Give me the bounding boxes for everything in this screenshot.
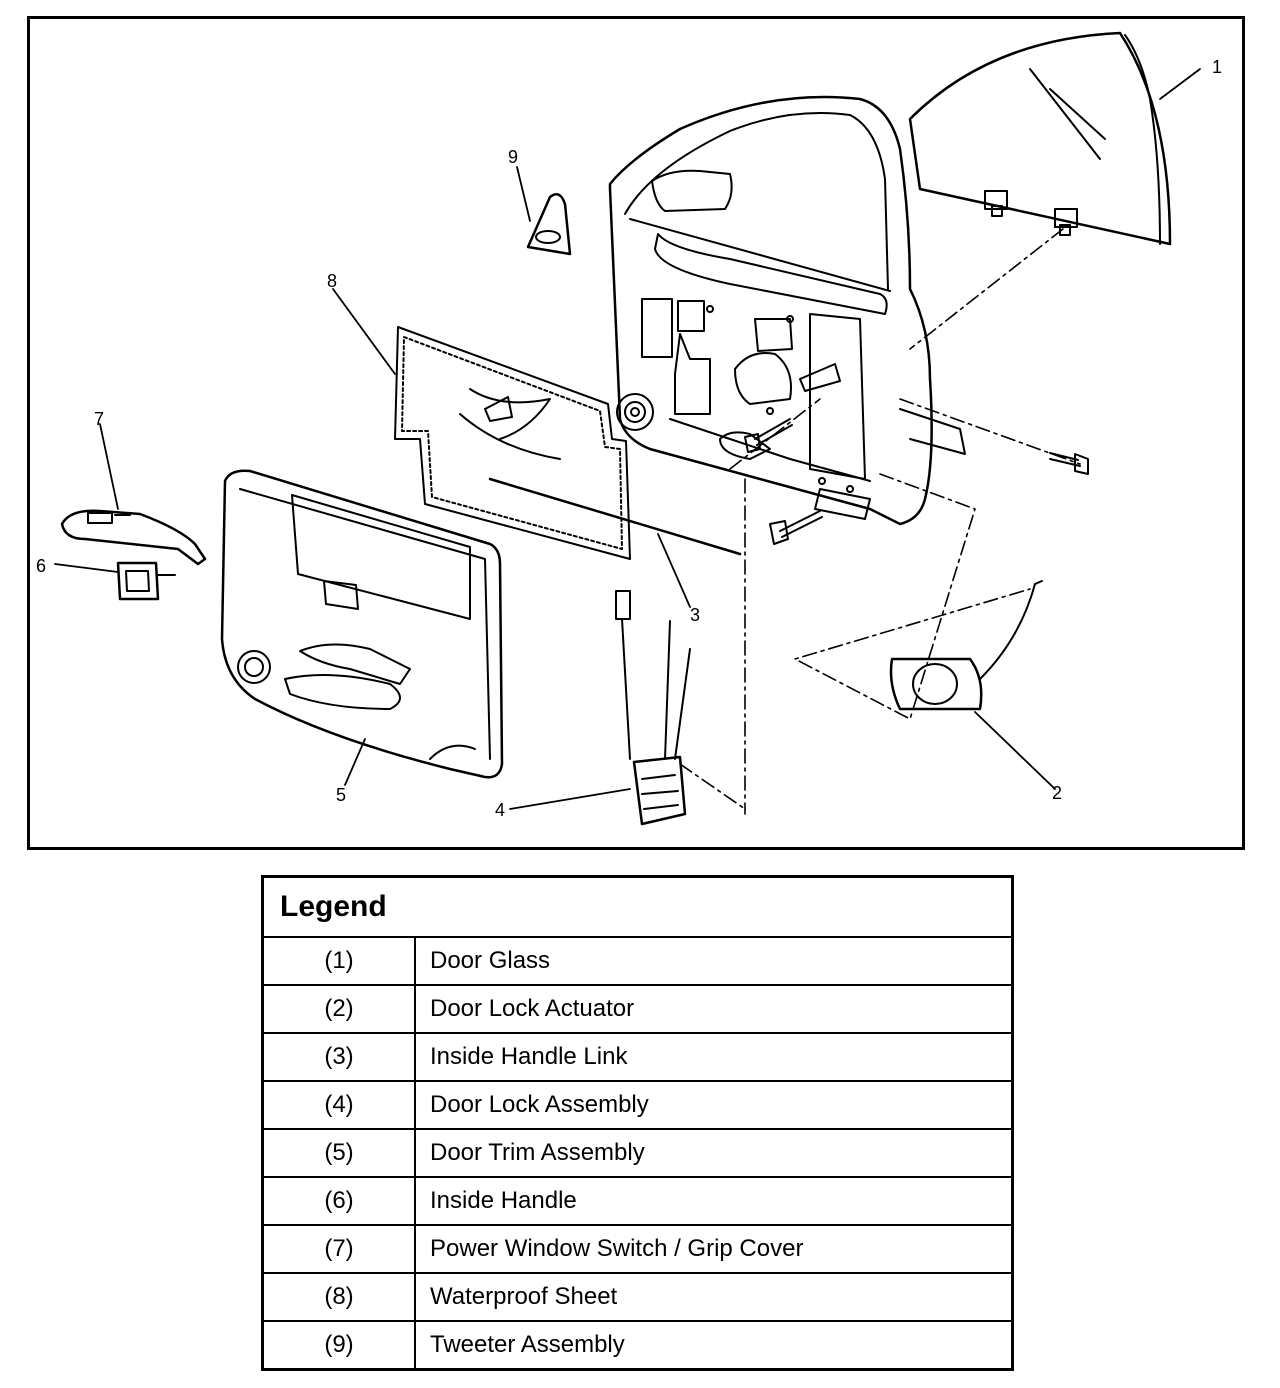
legend-description: Door Lock Actuator xyxy=(414,984,1014,1034)
leader-lines xyxy=(54,68,1201,810)
legend-number: (1) xyxy=(261,936,416,986)
door-glass-part xyxy=(908,31,1172,246)
legend-row: (7) Power Window Switch / Grip Cover xyxy=(261,1224,1014,1274)
waterproof-sheet-part xyxy=(394,326,742,560)
callout-8: 8 xyxy=(327,271,338,291)
legend-number: (6) xyxy=(261,1176,416,1226)
legend-row: (1) Door Glass xyxy=(261,936,1014,986)
door-trim-part xyxy=(220,469,504,779)
callout-9: 9 xyxy=(508,147,519,167)
legend-description: Power Window Switch / Grip Cover xyxy=(414,1224,1014,1274)
legend-number: (3) xyxy=(261,1032,416,1082)
legend-number: (8) xyxy=(261,1272,416,1322)
diagram-drawing xyxy=(54,31,1201,826)
legend-table: Legend (1) Door Glass (2) Door Lock Actu… xyxy=(261,875,1014,1371)
tweeter-part xyxy=(526,192,572,256)
legend-row: (8) Waterproof Sheet xyxy=(261,1272,1014,1322)
grip-cover-part xyxy=(60,509,207,566)
legend-number: (4) xyxy=(261,1080,416,1130)
legend-description: Inside Handle xyxy=(414,1176,1014,1226)
legend-description: Inside Handle Link xyxy=(414,1032,1014,1082)
callout-4: 4 xyxy=(495,800,506,820)
door-inner-panel xyxy=(608,95,966,526)
legend-row: (6) Inside Handle xyxy=(261,1176,1014,1226)
bolt-parts xyxy=(744,418,1089,545)
callout-7: 7 xyxy=(94,409,105,429)
legend-header-row: Legend xyxy=(261,875,1014,938)
legend-title: Legend xyxy=(261,875,1014,938)
legend-row: (5) Door Trim Assembly xyxy=(261,1128,1014,1178)
legend-row: (4) Door Lock Assembly xyxy=(261,1080,1014,1130)
legend-description: Waterproof Sheet xyxy=(414,1272,1014,1322)
legend-description: Door Glass xyxy=(414,936,1014,986)
callout-1: 1 xyxy=(1212,57,1223,77)
legend-row: (9) Tweeter Assembly xyxy=(261,1320,1014,1371)
legend-description: Door Lock Assembly xyxy=(414,1080,1014,1130)
callout-5: 5 xyxy=(336,785,347,805)
door-lock-part xyxy=(615,590,691,826)
callout-2: 2 xyxy=(1052,783,1063,803)
legend-description: Tweeter Assembly xyxy=(414,1320,1014,1371)
legend-row: (3) Inside Handle Link xyxy=(261,1032,1014,1082)
legend-number: (7) xyxy=(261,1224,416,1274)
reference-lines xyxy=(679,228,1081,815)
callout-6: 6 xyxy=(36,556,47,576)
legend-number: (2) xyxy=(261,984,416,1034)
legend-description: Door Trim Assembly xyxy=(414,1128,1014,1178)
door-lock-actuator-part xyxy=(889,580,1043,711)
exploded-view-diagram: 1 2 3 4 5 6 7 8 9 xyxy=(27,16,1245,850)
inside-handle-part xyxy=(116,561,176,601)
legend-number: (5) xyxy=(261,1128,416,1178)
callout-3: 3 xyxy=(690,605,701,625)
legend-row: (2) Door Lock Actuator xyxy=(261,984,1014,1034)
legend-number: (9) xyxy=(261,1320,416,1371)
